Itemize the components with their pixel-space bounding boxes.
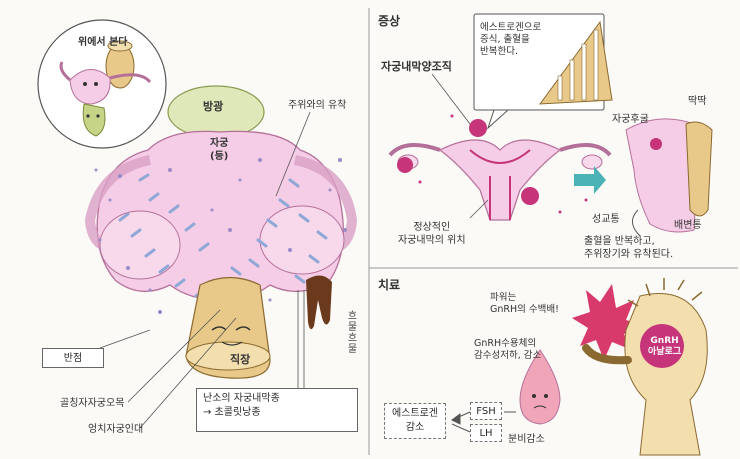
ovary-endometrioma-box: 난소의 자궁내막종 → 초콜릿낭종 [196,388,358,432]
spots-label: 반점 [42,348,104,368]
rectum-vertical-label: 흐물흐물 [345,310,356,354]
ligament-label-2: 엉치자궁인대 [88,424,144,435]
analog-badge [640,324,684,368]
uterus-cross-section [438,139,562,221]
bubble-line3: 반복한다. [480,45,518,57]
left-anatomy-illustration [37,19,358,429]
estrogen-bubble-text: 에스트로겐으로 증식, 출혈을 반복한다. [480,22,541,58]
uterus-label: 자궁 (등) [210,138,228,163]
receptor-line1: GnRH수용체의 [474,338,537,349]
rectum-label: 직장 [230,353,251,366]
receptor-line2: 감수성저하, 감소 [474,349,542,361]
estrogen-line1: 에스트로겐 [392,408,438,419]
normal-line2: 자궁내막의 위치 [398,234,466,246]
analog-line1: GnRH [650,336,679,346]
uterus-label-line2: (등) [210,150,229,162]
normal-position-label: 정상적인 자궁내막의 위치 [398,222,466,247]
fsh-box: FSH [470,402,502,420]
desc-line1: 출혈을 반복하고, [584,236,655,247]
desc-line2: 주위장기와 유착된다. [584,248,674,260]
receptor-text: GnRH수용체의 감수성저하, 감소 [474,338,541,362]
adhesion-label: 주위와의 유착 [288,100,347,111]
progression-arrow [574,166,606,194]
secretion-decrease-label: 분비감소 [508,434,545,445]
power-line1: 파워는 [490,292,517,303]
ligament-label-1: 골칭자자궁오목 [60,398,125,409]
symptoms-illustration [388,13,713,237]
power-line2: GnRH의 수백배! [490,303,559,315]
bladder-label: 방광 [203,100,224,113]
analog-line2: 아날로그 [648,347,682,358]
bubble-line1: 에스트로겐으로 [480,22,542,33]
posterior-label: 자궁후굴 [612,114,649,125]
symptoms-description: 출혈을 반복하고, 주위장기와 유착된다. [584,236,673,261]
chocolate-drip [306,275,332,330]
receptor-drop [519,349,561,425]
normal-line1: 정상적인 [413,222,451,233]
dyspareunia-label: 성교통 [592,214,620,225]
bubble-line2: 증식, 출혈을 [480,33,530,45]
uterus-label-line1: 자궁 [210,138,229,149]
inset-label: 위에서 본다 [78,37,128,48]
estrogen-line2: 감소 [405,421,425,433]
defecation-pain-label: 배변통 [674,220,702,231]
analog-badge-text: GnRH 아날로그 [648,336,681,359]
treatment-heading: 치료 [378,278,401,292]
lh-box: LH [470,424,502,442]
tissue-label: 자궁내막양조직 [381,60,452,73]
symptoms-heading: 증상 [378,14,401,28]
ovary-box-line2: → 초콜릿낭종 [203,406,261,418]
estrogen-decrease-box: 에스트로겐 감소 [384,403,446,439]
ovary-box-line1: 난소의 자궁내막종 [203,393,280,404]
power-text: 파워는 GnRH의 수백배! [490,292,559,316]
hard-label: 딱딱 [688,96,707,107]
